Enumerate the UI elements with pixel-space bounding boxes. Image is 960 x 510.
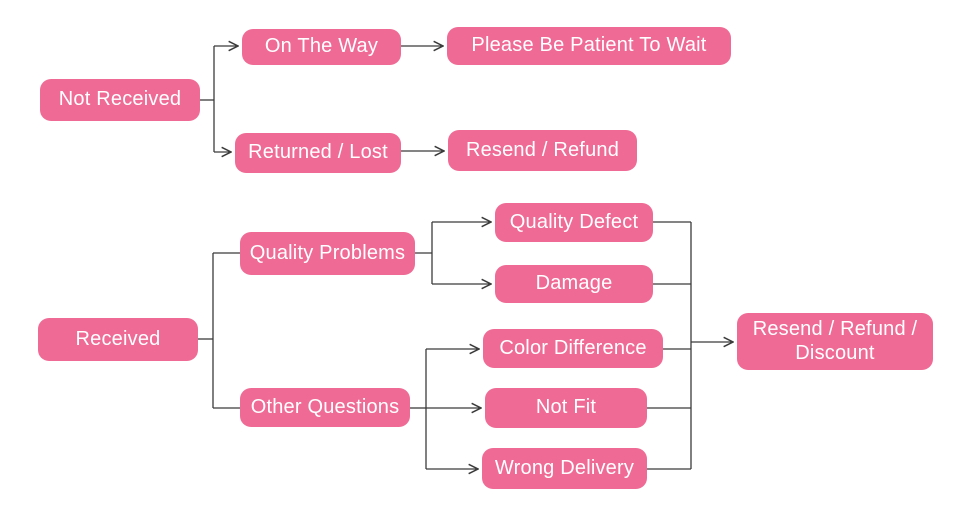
node-on-the-way: On The Way [242, 29, 401, 65]
node-quality-defect: Quality Defect [495, 203, 653, 242]
node-not-fit: Not Fit [485, 388, 647, 428]
node-returned-lost: Returned / Lost [235, 133, 401, 173]
node-wrong-delivery: Wrong Delivery [482, 448, 647, 489]
node-resend-refund: Resend / Refund [448, 130, 637, 171]
node-damage: Damage [495, 265, 653, 303]
node-other-questions: Other Questions [240, 388, 410, 427]
node-received: Received [38, 318, 198, 361]
node-quality-problems: Quality Problems [240, 232, 415, 275]
node-color-difference: Color Difference [483, 329, 663, 368]
node-not-received: Not Received [40, 79, 200, 121]
node-resend-refund-discount: Resend / Refund / Discount [737, 313, 933, 370]
node-please-be-patient: Please Be Patient To Wait [447, 27, 731, 65]
